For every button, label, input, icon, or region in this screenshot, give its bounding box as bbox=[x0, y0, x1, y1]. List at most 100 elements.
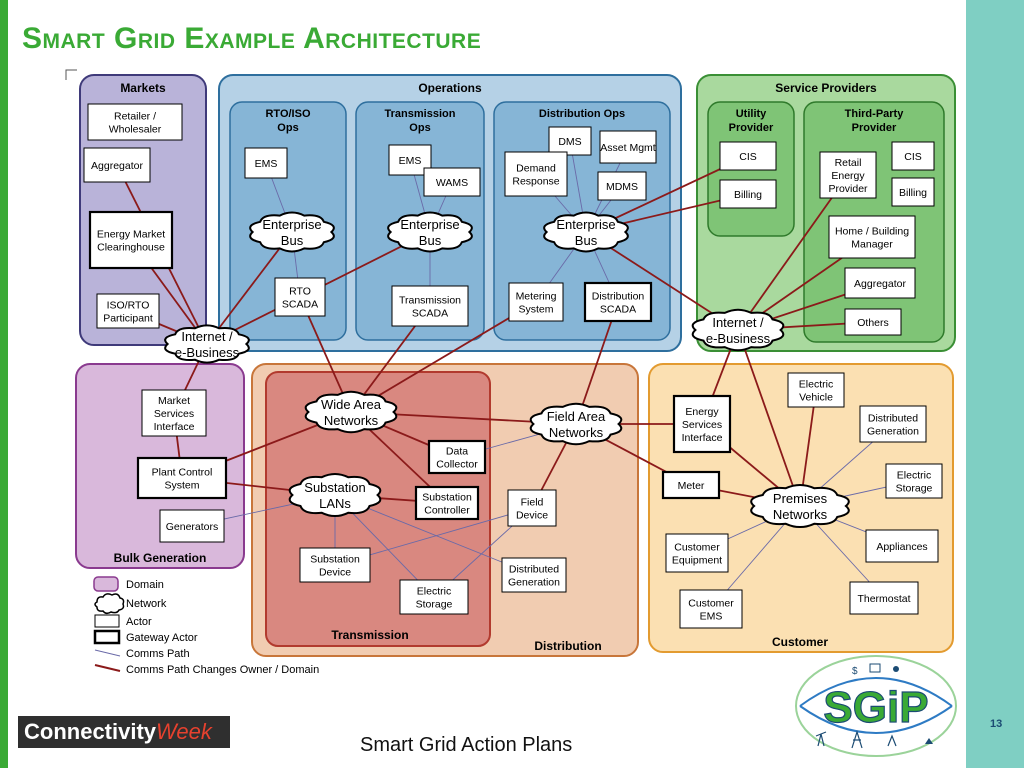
actor-label: Billing bbox=[899, 187, 927, 199]
actor-thermostat: Thermostat bbox=[849, 581, 919, 615]
connectivity-week-logo: ConnectivityWeek bbox=[18, 716, 230, 748]
monitor-icon bbox=[869, 663, 881, 673]
actor-mdms: MDMS bbox=[597, 171, 647, 201]
tower-icon bbox=[851, 729, 863, 749]
page-number: 13 bbox=[990, 718, 1003, 730]
actor-label: Billing bbox=[734, 189, 762, 201]
legend-comms-change: Comms Path Changes Owner / Domain bbox=[126, 664, 319, 676]
actor-label: Aggregator bbox=[91, 160, 143, 172]
label-markets: Markets bbox=[120, 81, 166, 95]
actor-cis-u: CIS bbox=[719, 141, 777, 171]
link-internet_right-retail_ep bbox=[737, 174, 849, 331]
right-accent-bar bbox=[966, 0, 1024, 768]
actor-wams: WAMS bbox=[423, 167, 481, 197]
actor-label: EMS bbox=[399, 155, 422, 167]
actor-aggregator-sp: Aggregator bbox=[844, 267, 916, 299]
pole-icon bbox=[887, 734, 897, 747]
footer-text: Smart Grid Action Plans bbox=[360, 734, 573, 756]
left-accent-bar bbox=[0, 0, 8, 768]
actor-label: EMS bbox=[255, 158, 278, 170]
actor-aggregator-m: Aggregator bbox=[83, 147, 151, 183]
actor-label: Asset Mgmt bbox=[600, 142, 656, 154]
legend: Domain Network Actor Gateway Actor Comms… bbox=[93, 576, 319, 676]
actor-retailer: Retailer /Wholesaler bbox=[87, 103, 183, 141]
actor-label: Meter bbox=[678, 480, 705, 492]
house-icon bbox=[925, 738, 933, 744]
label-distribution: Distribution bbox=[534, 639, 601, 653]
actor-meter: Meter bbox=[661, 470, 721, 500]
actor-label: Retailer /Wholesaler bbox=[109, 111, 162, 136]
legend-gateway: Gateway Actor bbox=[126, 632, 198, 644]
slide-title: Smart Grid Example Architecture bbox=[22, 22, 482, 55]
corner-mark bbox=[65, 69, 77, 80]
actor-billing-u: Billing bbox=[719, 179, 777, 209]
link-metering_system-wan bbox=[350, 301, 537, 413]
legend-comms: Comms Path bbox=[126, 648, 190, 660]
link-internet_left-eb_rto bbox=[206, 231, 293, 345]
actor-billing-t: Billing bbox=[891, 177, 935, 207]
actor-label: Others bbox=[857, 317, 889, 329]
legend-domain-swatch bbox=[93, 576, 119, 592]
label-service-providers: Service Providers bbox=[775, 81, 877, 95]
actor-label: CIS bbox=[739, 151, 757, 163]
actor-label: Generators bbox=[166, 521, 219, 533]
legend-network-swatch bbox=[94, 593, 125, 615]
actor-dms: DMS bbox=[548, 126, 592, 156]
sgip-logo-text: SGiP bbox=[823, 683, 928, 732]
actor-label: DMS bbox=[558, 136, 581, 148]
label-operations: Operations bbox=[418, 81, 482, 95]
actor-generators: Generators bbox=[159, 509, 225, 543]
